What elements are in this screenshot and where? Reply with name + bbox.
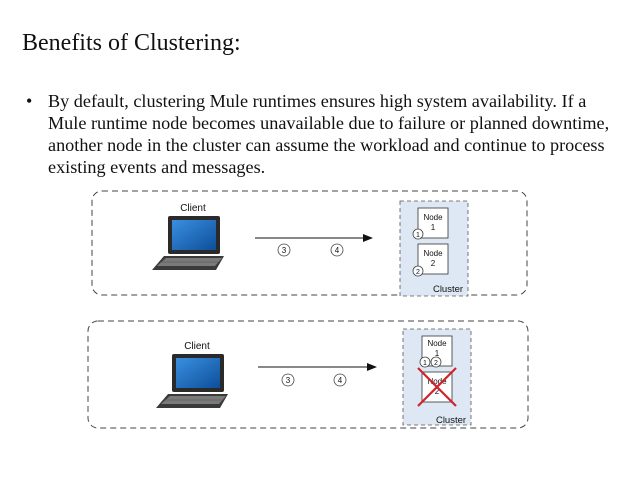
cluster-label: Cluster [436,415,466,426]
laptop-icon [156,354,228,408]
node-number: 1 [435,349,440,358]
diagram-frame [91,190,528,296]
diagram-failover: Client 3 4 Cluster Node 1 1 2 Node 2 [87,320,529,429]
bullet-text: By default, clustering Mule runtimes ens… [48,91,610,177]
node-number: 2 [431,259,436,268]
slide-title: Benefits of Clustering: [22,30,241,56]
marker-label: 2 [416,269,420,276]
marker-circle [330,243,344,257]
marker-label: 4 [338,376,343,385]
bullet-marker: • [26,91,33,111]
marker-circle [419,356,431,368]
node-label: Node [427,339,447,348]
client-label: Client [184,341,210,352]
marker-label: 3 [286,376,291,385]
marker-circle [430,356,442,368]
marker-label: 1 [416,232,420,239]
node-label: Node [423,249,443,258]
diagram-frame [87,320,529,429]
client-label: Client [180,203,206,214]
marker-circle [412,265,424,277]
failed-x-icon [417,367,457,407]
marker-circle [412,228,424,240]
node-number: 1 [431,223,436,232]
marker-circle [333,373,347,387]
laptop-icon [152,216,224,270]
marker-label: 2 [434,360,438,367]
marker-label: 1 [423,360,427,367]
cluster-label: Cluster [433,284,463,295]
node-label: Node [423,213,443,222]
node-label: Node [427,377,447,386]
marker-circle [277,243,291,257]
diagram-normal: Client 3 4 Cluster Node 1 1 Node 2 2 [91,190,528,297]
marker-label: 4 [335,246,340,255]
marker-circle [281,373,295,387]
marker-label: 3 [282,246,287,255]
node-number: 2 [435,387,440,396]
